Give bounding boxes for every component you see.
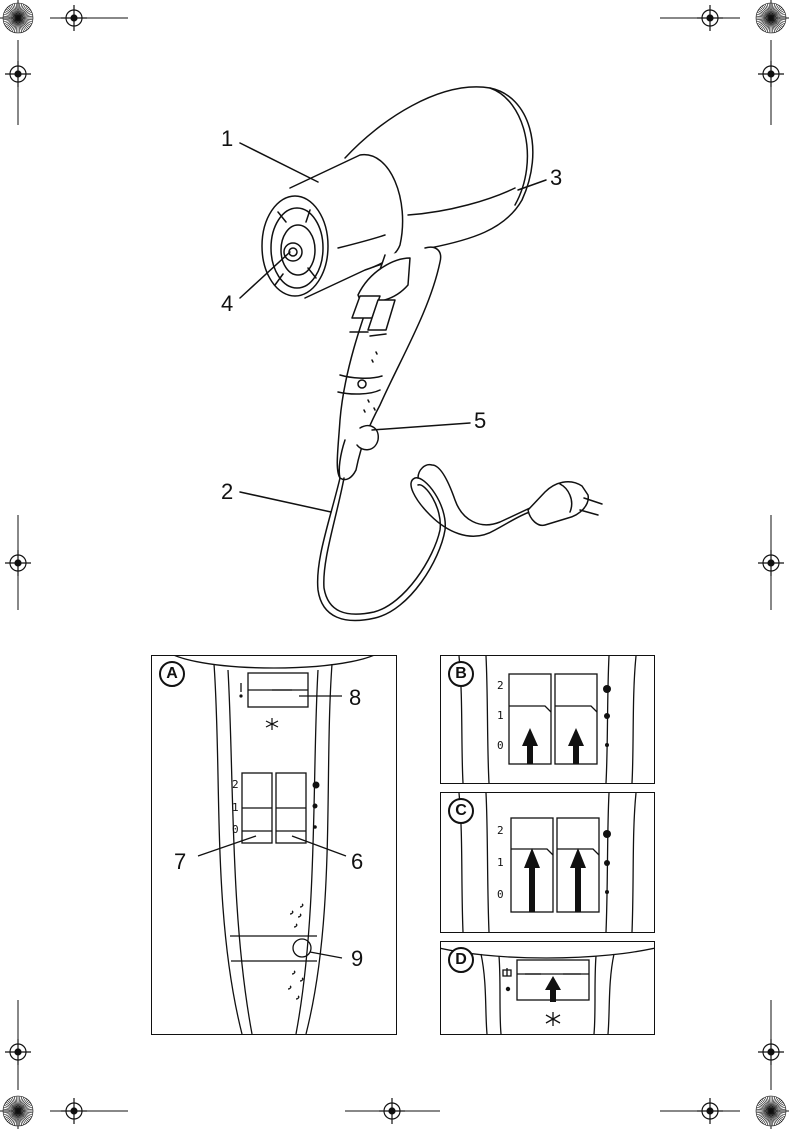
callout-2: 2: [221, 481, 233, 503]
panel-a: A 2 1 0 8 7 6 9: [151, 655, 397, 1035]
scale-label-0: 0: [497, 889, 504, 900]
panel-d: D: [440, 941, 655, 1035]
scale-label-2: 2: [232, 779, 239, 790]
callout-7: 7: [174, 851, 186, 873]
scale-label-1: 1: [497, 710, 504, 721]
panel-b-label: B: [448, 661, 474, 687]
panel-a-label: A: [159, 661, 185, 687]
scale-label-0: 0: [232, 824, 239, 835]
panel-b: B 2 1 0: [440, 655, 655, 784]
scale-label-1: 1: [232, 802, 239, 813]
callout-5: 5: [474, 410, 486, 432]
callout-8: 8: [349, 687, 361, 709]
panel-c-label: C: [448, 798, 474, 824]
callout-6: 6: [351, 851, 363, 873]
panel-c: C 2 1 0: [440, 792, 655, 933]
scale-label-0: 0: [497, 740, 504, 751]
callout-1: 1: [221, 128, 233, 150]
panel-d-label: D: [448, 947, 474, 973]
callout-3: 3: [550, 167, 562, 189]
callout-9: 9: [351, 948, 363, 970]
callout-4: 4: [221, 293, 233, 315]
scale-label-1: 1: [497, 857, 504, 868]
handle-closeup-drawing: [152, 656, 396, 1034]
scale-label-2: 2: [497, 680, 504, 691]
scale-label-2: 2: [497, 825, 504, 836]
